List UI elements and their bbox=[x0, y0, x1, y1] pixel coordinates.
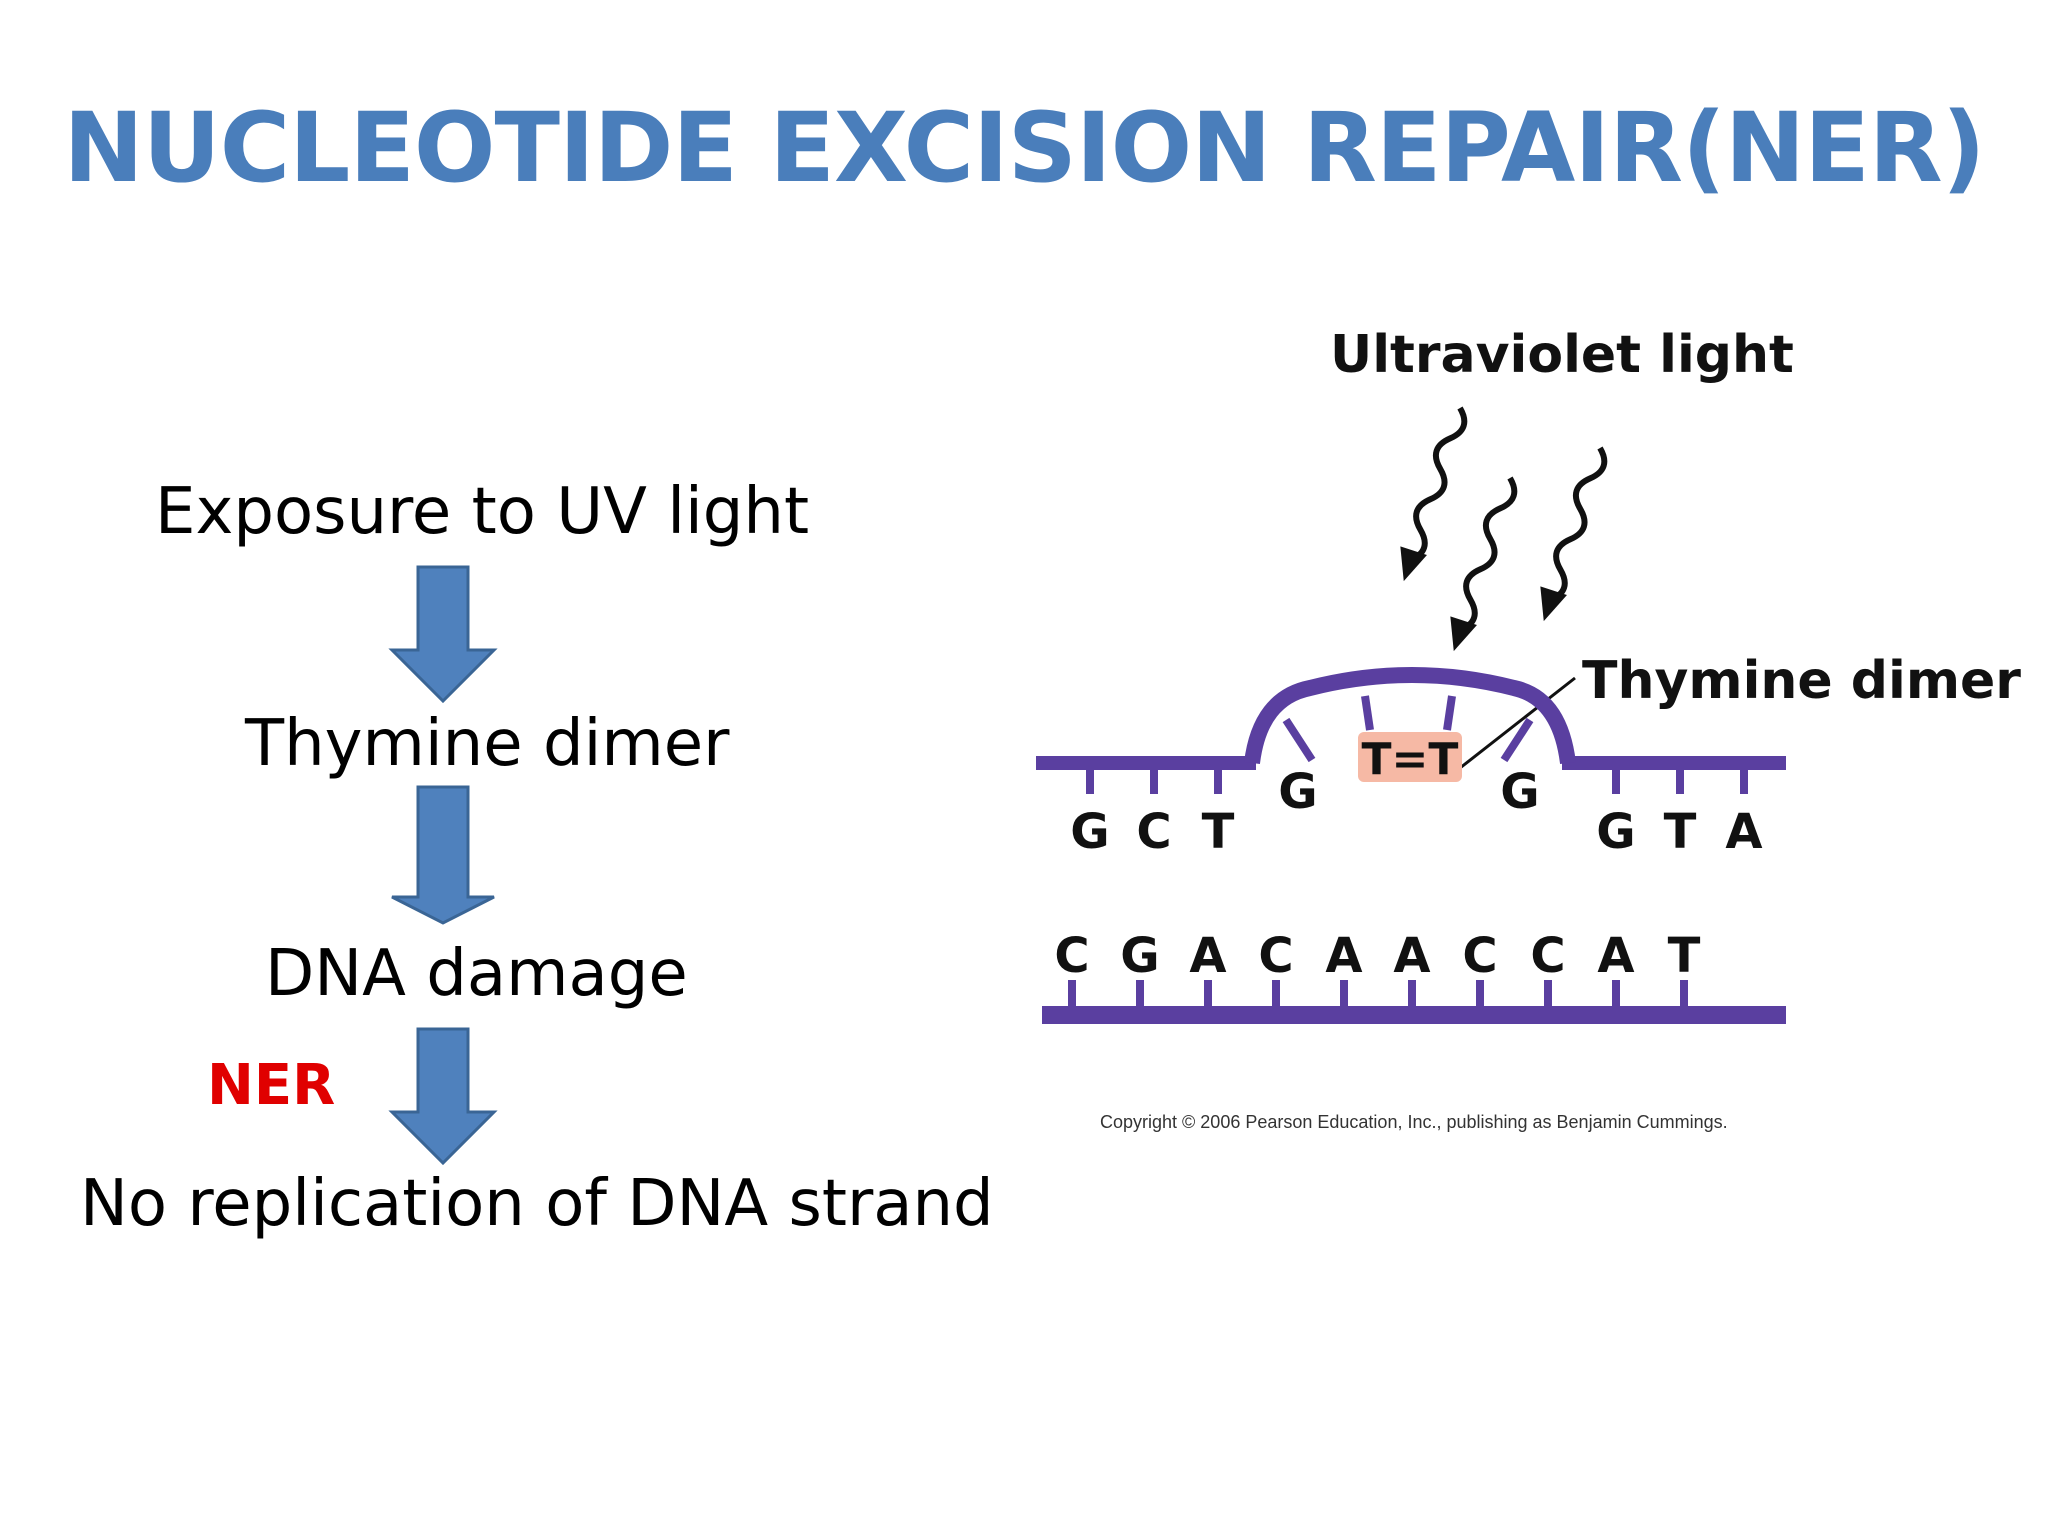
base-letter: A bbox=[1725, 804, 1762, 860]
base-letter: G bbox=[1596, 804, 1635, 860]
down-arrow-icon bbox=[391, 785, 495, 925]
dimer-pointer-line bbox=[1459, 676, 1576, 770]
base-letter: T bbox=[1668, 928, 1701, 984]
base-letter: C bbox=[1530, 928, 1565, 984]
base-letter: G bbox=[1070, 804, 1109, 860]
flow-step-exposure: Exposure to UV light bbox=[155, 475, 810, 549]
base-letter: C bbox=[1462, 928, 1497, 984]
base-letter: C bbox=[1054, 928, 1089, 984]
base-letter: G bbox=[1278, 764, 1317, 820]
thymine-dimer-label: Thymine dimer bbox=[1582, 651, 2021, 711]
flow-step-dna-damage: DNA damage bbox=[265, 937, 688, 1011]
base-letter: C bbox=[1258, 928, 1293, 984]
dimer-highlight bbox=[1358, 732, 1462, 782]
copyright-text: Copyright © 2006 Pearson Education, Inc.… bbox=[1100, 1112, 1728, 1132]
top-dna-strand bbox=[1036, 667, 1786, 794]
base-letter: G bbox=[1120, 928, 1159, 984]
bottom-dna-strand: C G A C A A C C A T bbox=[1042, 928, 1786, 1024]
down-arrow-icon bbox=[388, 1027, 498, 1166]
base-letter: T bbox=[1202, 804, 1235, 860]
base-letter: C bbox=[1136, 804, 1171, 860]
base-letter: G bbox=[1500, 764, 1539, 820]
ner-label: NER bbox=[207, 1053, 336, 1118]
flow-step-thymine-dimer: Thymine dimer bbox=[245, 707, 730, 781]
base-letter: A bbox=[1393, 928, 1430, 984]
thymine-dimer-illustration: Ultraviolet light Thymine dimer T=T bbox=[1036, 325, 2021, 1132]
base-letter: T bbox=[1664, 804, 1697, 860]
uv-ray-icon bbox=[1450, 476, 1518, 652]
down-arrow-icon bbox=[388, 565, 498, 704]
slide-title: NUCLEOTIDE EXCISION REPAIR(NER) bbox=[63, 92, 1985, 204]
base-letter: A bbox=[1325, 928, 1362, 984]
uv-light-label: Ultraviolet light bbox=[1330, 325, 1794, 385]
dimer-bases: T=T bbox=[1362, 734, 1459, 785]
flow-step-no-replication: No replication of DNA strand bbox=[80, 1167, 994, 1241]
uv-ray-icon bbox=[1540, 446, 1608, 622]
base-letter: A bbox=[1189, 928, 1226, 984]
uv-ray-icon bbox=[1400, 406, 1468, 582]
base-letter: A bbox=[1597, 928, 1634, 984]
